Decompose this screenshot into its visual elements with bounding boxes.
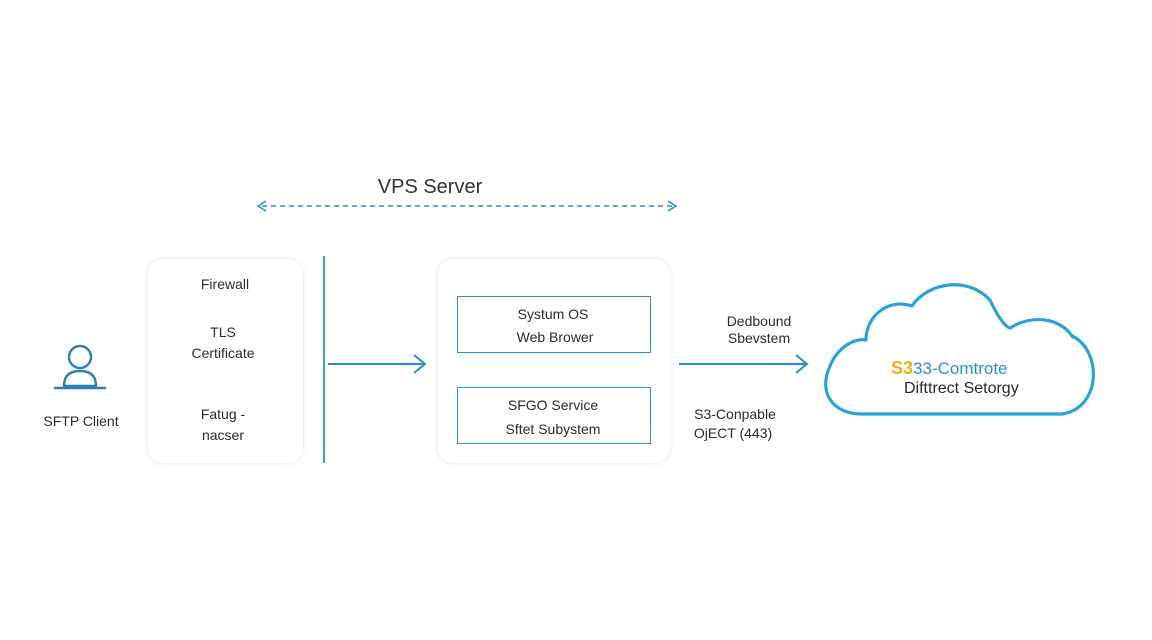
certificate-label: Certificate: [191, 345, 255, 361]
sftp-client-label: SFTP Client: [43, 413, 119, 429]
cloud-line2: Difttrect Setorgy: [904, 380, 1019, 397]
firewall-label: Firewall: [200, 276, 250, 292]
tls-label: TLS: [210, 324, 236, 340]
cloud-title-line: S333-Comtrote: [891, 358, 1008, 379]
system-os-label: Systum OS: [517, 306, 589, 322]
object-port-label: OjECT (443): [693, 425, 773, 441]
system-os-box: [457, 296, 651, 353]
diagram-title: VPS Server: [377, 176, 483, 198]
sftp-service-label: SFGO Service: [507, 397, 599, 413]
fatug-label: Fatug -: [200, 406, 246, 422]
arrow-to-server: [328, 354, 427, 374]
sftp-service-box: [457, 387, 651, 444]
sftp-subsystem-label: Sftet Subystem: [505, 421, 601, 437]
subsystem-label: Sbevstem: [727, 330, 791, 346]
nacser-label: nacser: [201, 427, 245, 443]
security-panel: [147, 258, 304, 464]
s3-compatible-label: S3-Conpable: [694, 406, 776, 422]
user-icon: [53, 344, 107, 390]
outbound-label: Dedbound: [726, 313, 792, 329]
vps-span-arrow: [256, 200, 678, 212]
cloud-shape: [824, 283, 1095, 416]
s3-logo-mark: S3: [891, 358, 914, 378]
cloud-line1: 33-Comtrote: [913, 359, 1008, 378]
web-browser-label: Web Brower: [516, 329, 594, 345]
arrow-to-cloud: [679, 354, 809, 374]
